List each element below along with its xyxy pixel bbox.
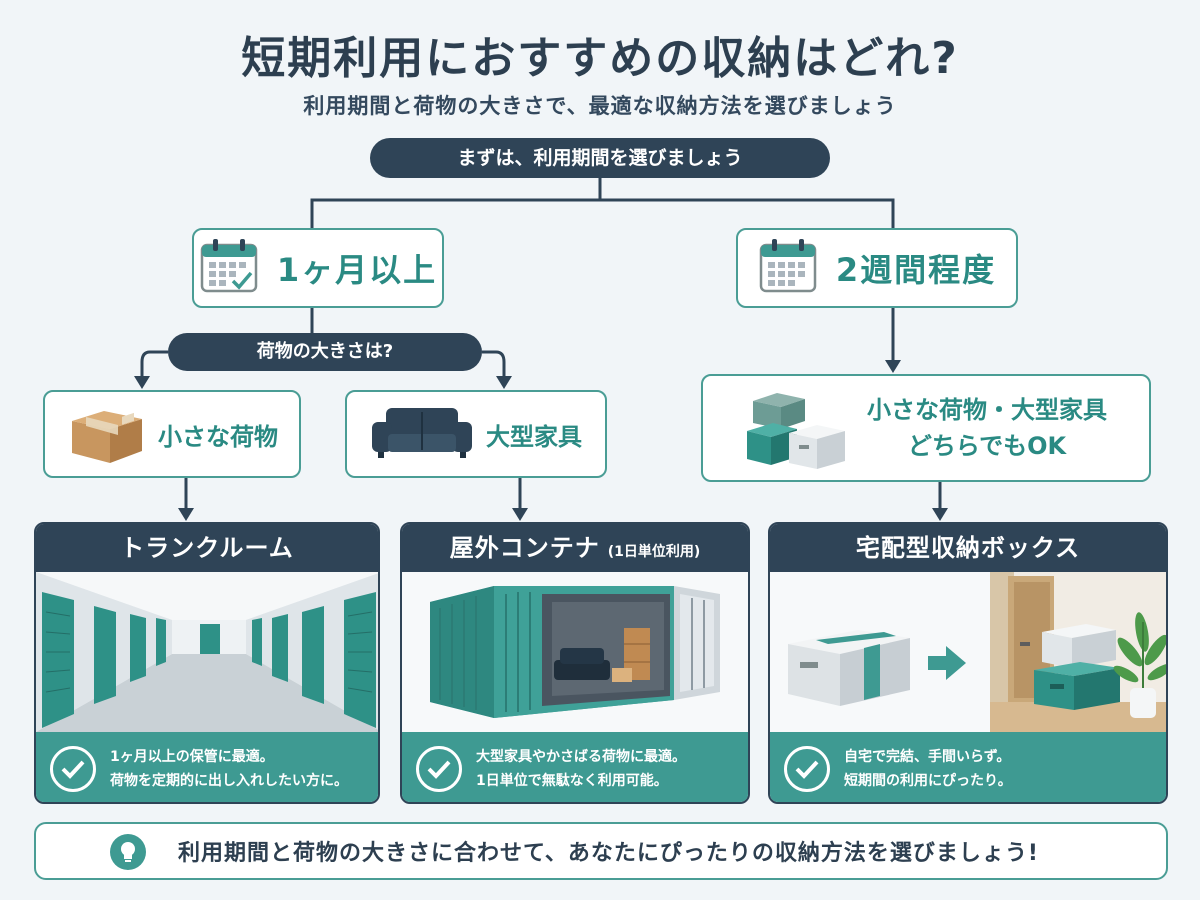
solution-desc-line1: 自宅で完結、手間いらず。 [844, 749, 1011, 765]
trunk-room-hallway-image [36, 572, 378, 732]
solution-desc-line2: 荷物を定期的に出し入れしたい方に。 [110, 773, 348, 789]
solution-title: 宅配型収納ボックス [770, 524, 1166, 572]
size-question: 荷物の大きさは? [168, 333, 482, 371]
delivery-box-image [770, 572, 1166, 732]
solution-delivery-box[interactable]: 宅配型収納ボックス [768, 522, 1168, 804]
solution-title: 屋外コンテナ [449, 534, 600, 562]
solution-title: トランクルーム [36, 524, 378, 572]
size-label-both-line2: どちらでもOK [907, 432, 1067, 460]
size-label-small: 小さな荷物 [158, 422, 278, 451]
calendar-icon [758, 237, 820, 299]
stacked-boxes-icon [745, 381, 849, 475]
period-option-1month[interactable]: 1ヶ月以上 [192, 228, 444, 308]
solution-desc-line1: 大型家具やかさばる荷物に最適。 [476, 749, 686, 765]
size-label-large: 大型家具 [486, 422, 582, 451]
lightbulb-icon [110, 834, 146, 870]
size-label-both-line1: 小さな荷物・大型家具 [867, 396, 1107, 424]
outdoor-container-image [402, 572, 748, 732]
solution-desc-line2: 1日単位で無駄なく利用可能。 [476, 773, 668, 789]
solution-outdoor-container[interactable]: 屋外コンテナ (1日単位利用) [400, 522, 750, 804]
calendar-check-icon [199, 237, 261, 299]
solution-note: (1日単位利用) [607, 544, 701, 560]
tip-text: 利用期間と荷物の大きさに合わせて、あなたにぴったりの収納方法を選びましょう! [178, 841, 1039, 866]
arrow-right-icon [928, 646, 966, 680]
page-subtitle: 利用期間と荷物の大きさで、最適な収納方法を選びましょう [303, 94, 897, 118]
size-option-large[interactable]: 大型家具 [345, 390, 607, 478]
solution-desc-line2: 短期間の利用にぴったり。 [844, 773, 1012, 789]
check-circle-icon [784, 746, 830, 792]
start-question: まずは、利用期間を選びましょう [370, 138, 830, 178]
period-label-2weeks: 2週間程度 [835, 251, 997, 289]
size-option-both[interactable]: 小さな荷物・大型家具 どちらでもOK [701, 374, 1151, 482]
page-title: 短期利用におすすめの収納はどれ? [241, 33, 959, 84]
solution-trunk-room[interactable]: トランクルーム [34, 522, 380, 804]
check-circle-icon [50, 746, 96, 792]
cardboard-box-icon [66, 399, 146, 469]
period-option-2weeks[interactable]: 2週間程度 [736, 228, 1018, 308]
size-option-small[interactable]: 小さな荷物 [43, 390, 301, 478]
solution-desc-line1: 1ヶ月以上の保管に最適。 [110, 749, 274, 765]
check-circle-icon [416, 746, 462, 792]
period-label-1month: 1ヶ月以上 [276, 251, 438, 289]
sofa-icon [370, 404, 474, 464]
tip-banner: 利用期間と荷物の大きさに合わせて、あなたにぴったりの収納方法を選びましょう! [34, 822, 1168, 880]
